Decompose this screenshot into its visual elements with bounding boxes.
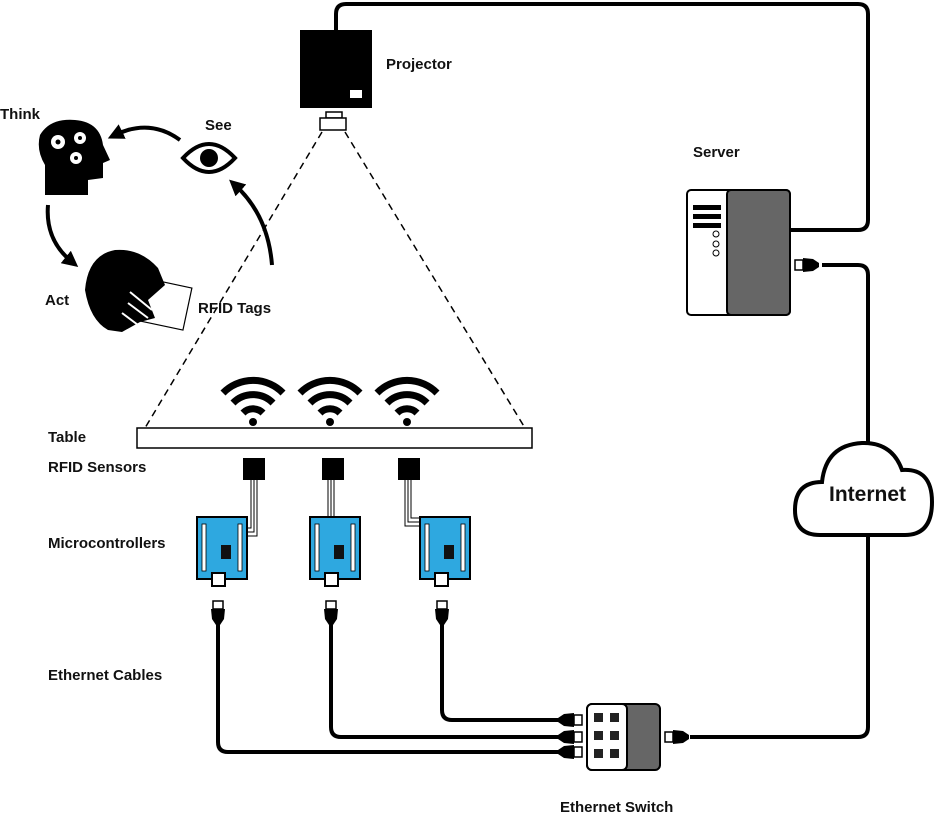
switch-uplink-plug-icon bbox=[664, 729, 690, 745]
server-projector-cable bbox=[334, 2, 870, 232]
ethernet-cables-label: Ethernet Cables bbox=[48, 667, 163, 684]
ethernet-cables bbox=[216, 625, 560, 754]
think-label: Think bbox=[0, 106, 40, 123]
ethernet-plug-icon bbox=[210, 600, 226, 626]
table-surface bbox=[136, 427, 533, 449]
projection-lines bbox=[144, 131, 526, 429]
ethernet-plug-icon bbox=[434, 600, 450, 626]
wifi-icon bbox=[300, 380, 360, 426]
see-label: See bbox=[205, 117, 232, 134]
rfid-sensor-icon bbox=[243, 458, 265, 480]
wifi-icon bbox=[377, 380, 437, 426]
switch-plug-icon bbox=[557, 729, 583, 745]
microcontroller-icon bbox=[419, 516, 471, 587]
ethernet-switch-label: Ethernet Switch bbox=[560, 799, 674, 816]
internet-label: Internet bbox=[829, 483, 907, 506]
wifi-icon bbox=[223, 380, 283, 426]
switch-plug-icon bbox=[557, 712, 583, 728]
server-label: Server bbox=[693, 144, 740, 161]
eye-icon bbox=[180, 142, 238, 174]
rfid-tags-label: RFID Tags bbox=[198, 300, 272, 317]
microcontrollers-label: Microcontrollers bbox=[48, 535, 166, 552]
head-gears-icon bbox=[38, 119, 111, 195]
server-ethernet-plug-icon bbox=[794, 257, 820, 273]
microcontroller-icon bbox=[196, 516, 248, 587]
act-label: Act bbox=[45, 292, 70, 309]
projector-icon bbox=[300, 30, 372, 131]
cloud-icon bbox=[792, 440, 935, 537]
switch-plug-icon bbox=[557, 744, 583, 760]
ethernet-plug-icon bbox=[323, 600, 339, 626]
rfid-sensor-icon bbox=[398, 458, 420, 480]
cycle-arrows bbox=[45, 124, 274, 268]
ethernet-switch-icon bbox=[586, 703, 661, 771]
microcontroller-icon bbox=[309, 516, 361, 587]
projector-label: Projector bbox=[386, 56, 452, 73]
rfid-sensors-label: RFID Sensors bbox=[48, 459, 147, 476]
rfid-sensor-icon bbox=[322, 458, 344, 480]
server-icon bbox=[686, 189, 791, 316]
table-label: Table bbox=[48, 429, 87, 446]
hand-touch-tag-icon bbox=[85, 249, 193, 332]
